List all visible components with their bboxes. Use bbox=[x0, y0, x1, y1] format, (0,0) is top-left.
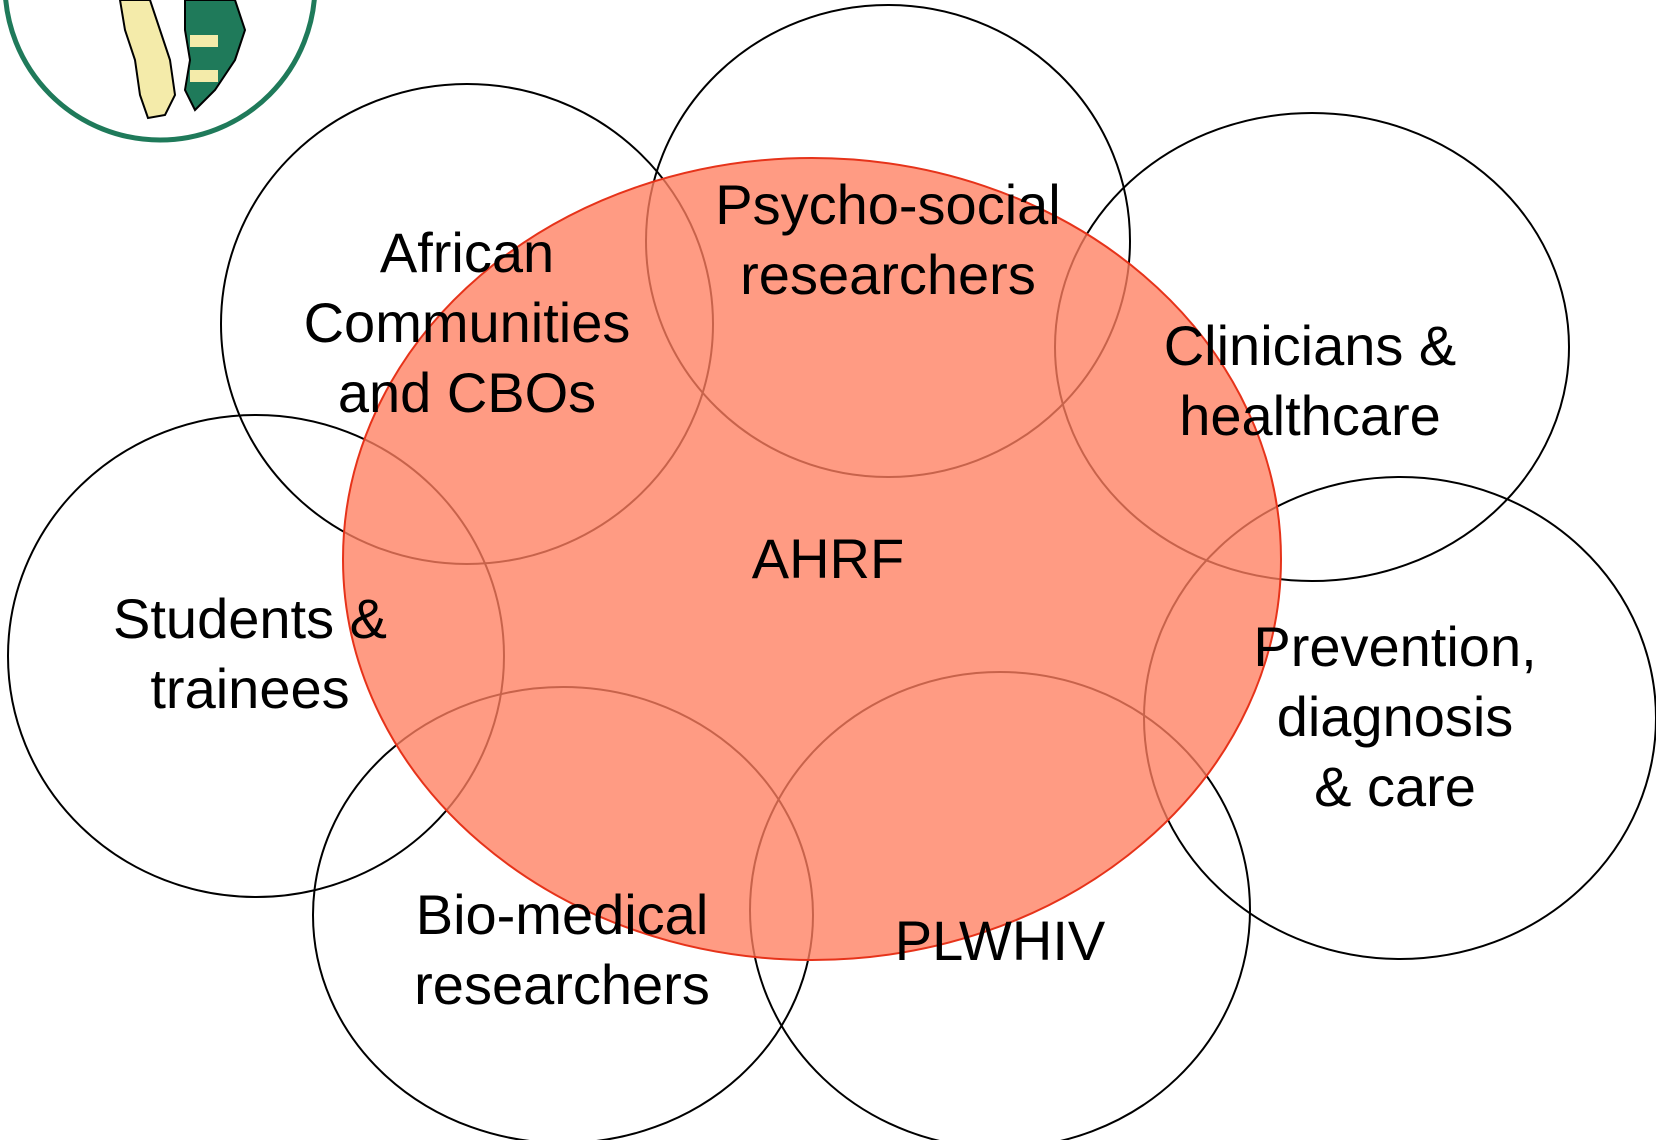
logo-green-shape bbox=[183, 0, 247, 112]
label-communities-line-1: African bbox=[379, 221, 555, 284]
label-center-ahrf: AHRF bbox=[751, 527, 905, 590]
label-clinicians: Clinicians & healthcare bbox=[1110, 311, 1510, 451]
logo bbox=[3, 0, 317, 143]
label-students-line-2: trainees bbox=[150, 657, 350, 720]
label-plwhiv-line-1: PLWHIV bbox=[894, 909, 1106, 972]
label-clinicians-line-1: Clinicians & bbox=[1163, 314, 1457, 377]
label-prevention-line-2: diagnosis bbox=[1276, 685, 1514, 748]
label-students-line-1: Students & bbox=[113, 587, 387, 650]
label-biomedical-line-2: researchers bbox=[414, 953, 710, 1016]
label-biomedical: Bio-medical researchers bbox=[362, 880, 762, 1020]
logo-letter-bar-2 bbox=[190, 70, 218, 82]
label-biomedical-line-1: Bio-medical bbox=[415, 883, 709, 946]
center-ellipse bbox=[342, 157, 1282, 961]
label-communities-line-2: Communities bbox=[303, 291, 631, 354]
label-clinicians-line-2: healthcare bbox=[1179, 384, 1441, 447]
label-prevention: Prevention, diagnosis & care bbox=[1200, 612, 1590, 822]
label-students: Students & trainees bbox=[60, 584, 440, 724]
label-prevention-line-3: & care bbox=[1314, 755, 1476, 818]
label-communities-line-3: and CBOs bbox=[337, 361, 597, 424]
label-communities: African Communities and CBOs bbox=[262, 218, 672, 428]
logo-africa-shape bbox=[118, 0, 177, 120]
label-psychosocial-line-2: researchers bbox=[740, 243, 1036, 306]
label-prevention-line-1: Prevention, bbox=[1253, 615, 1537, 678]
label-psychosocial: Psycho-social researchers bbox=[688, 170, 1088, 310]
label-plwhiv: PLWHIV bbox=[830, 906, 1170, 976]
label-psychosocial-line-1: Psycho-social bbox=[715, 173, 1061, 236]
logo-letter-bar-1 bbox=[190, 35, 218, 47]
